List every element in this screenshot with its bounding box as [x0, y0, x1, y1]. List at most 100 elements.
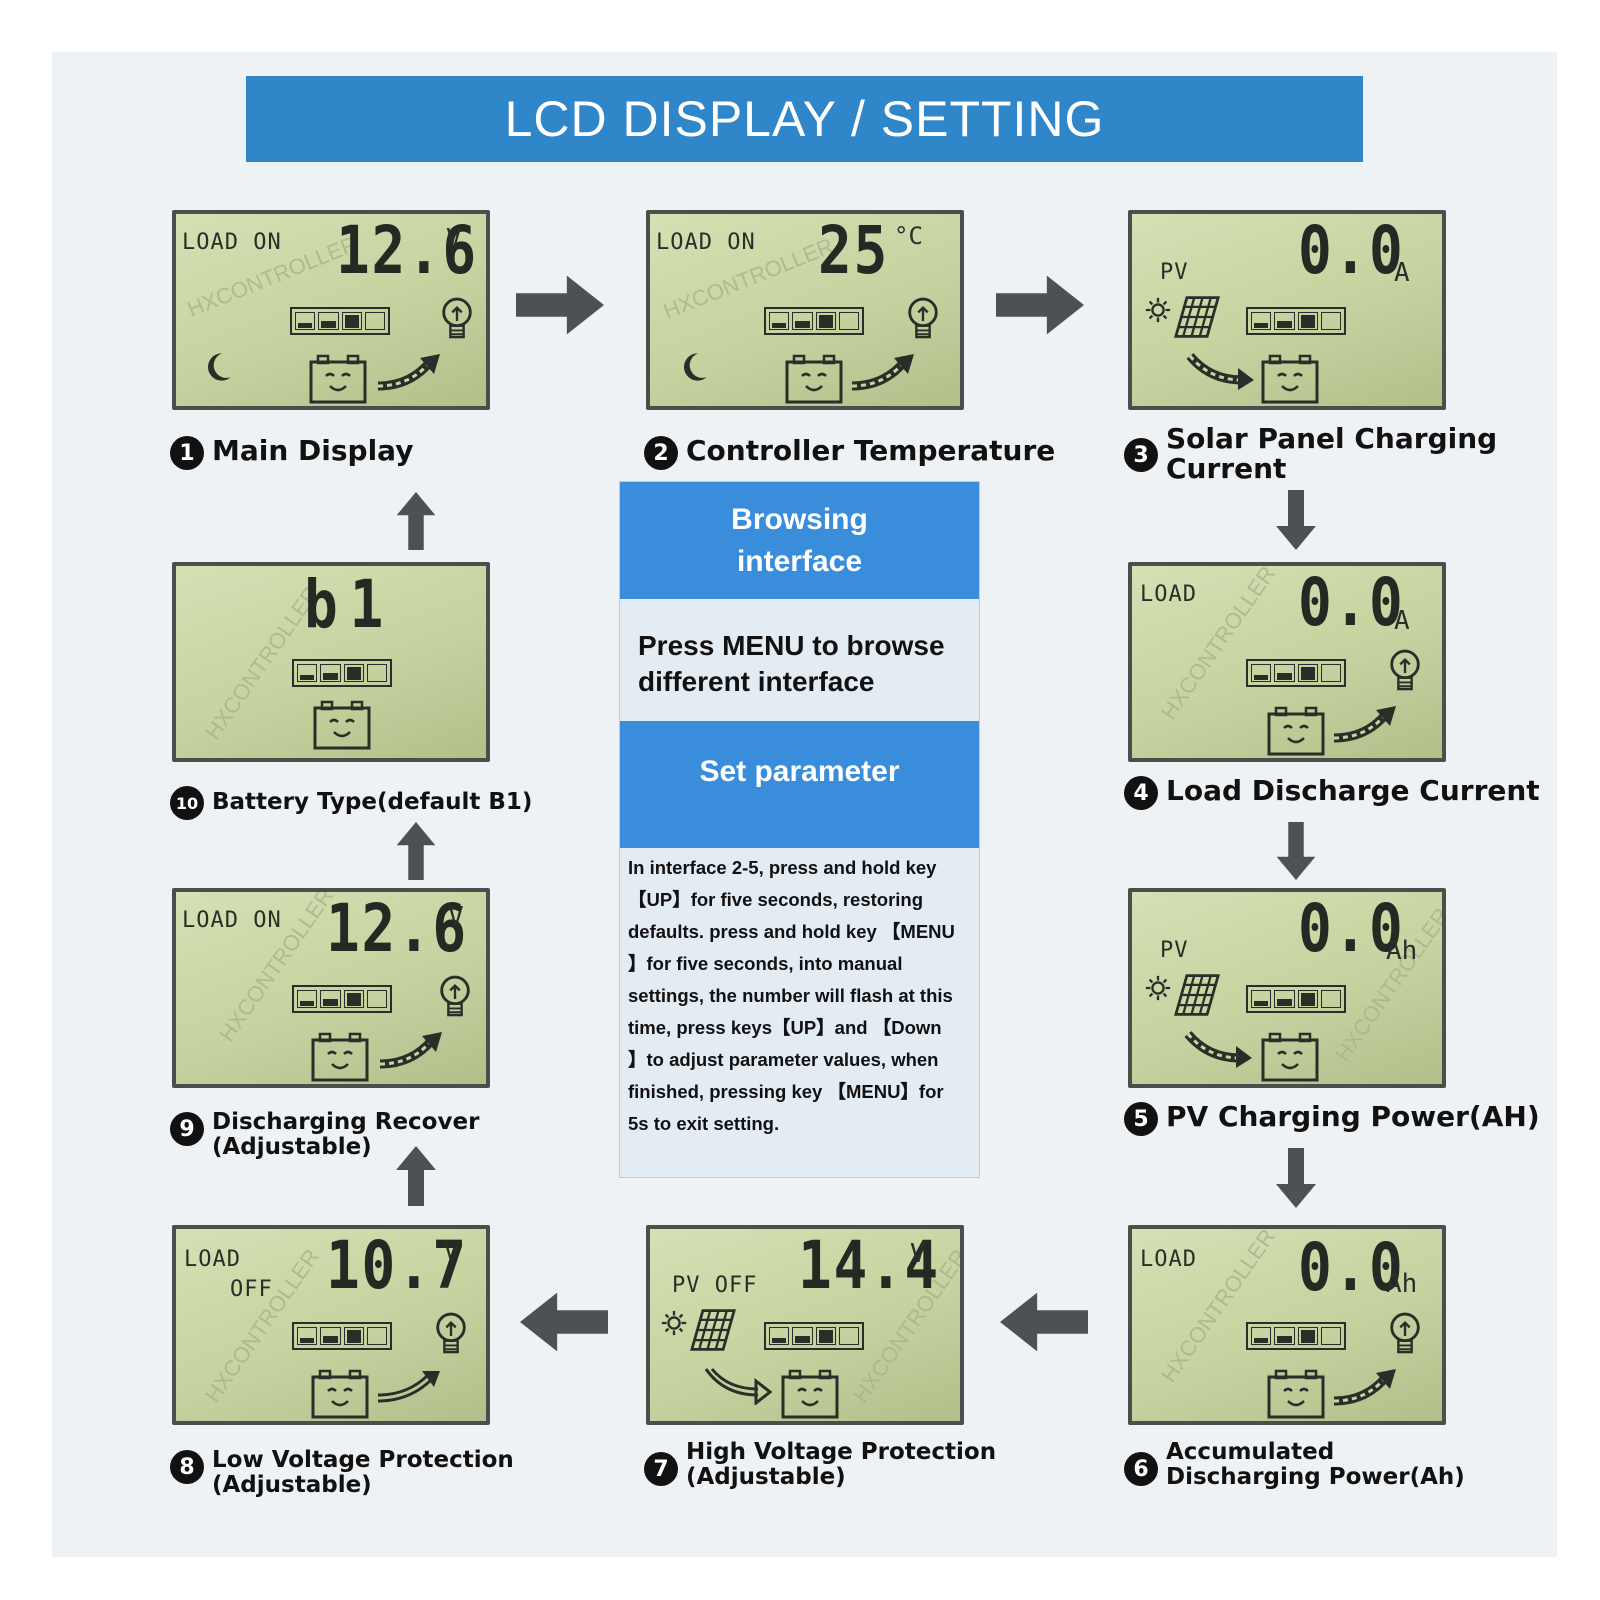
step-number: 4	[1124, 776, 1158, 810]
discharge-flow-icon	[1330, 704, 1400, 744]
arrow-left-icon	[1000, 1292, 1088, 1352]
caption-line-1: Low Voltage Protection	[212, 1447, 514, 1473]
arrow-down-icon	[1276, 490, 1316, 550]
lcd-high-voltage-protection: HXCONTROLLER PV OFF 14.4 V	[646, 1225, 964, 1425]
charge-flow-icon	[702, 1365, 772, 1405]
lcd-unit: V	[446, 224, 462, 254]
battery-level-bars	[1246, 307, 1346, 335]
arrow-right-icon	[516, 275, 604, 335]
solar-panel-icon	[690, 1307, 736, 1353]
caption-line-2: Current	[1166, 452, 1287, 485]
lcd-pv-charging-power: HXCONTROLLER PV 0.0 Ah	[1128, 888, 1446, 1088]
lcd-value: 12.6	[326, 890, 468, 967]
lcd-discharging-recover: HXCONTROLLER LOAD ON 12.6 V	[172, 888, 490, 1088]
caption-line-2: (Adjustable)	[212, 1472, 372, 1498]
discharge-flow-icon	[374, 1367, 444, 1407]
browsing-title-line-2: interface	[736, 545, 863, 578]
lcd-unit: Ah	[1386, 936, 1418, 966]
caption-line-2: (Adjustable)	[686, 1464, 846, 1490]
arrow-up-icon	[396, 822, 436, 880]
lcd-battery-type: HXCONTROLLER b1	[172, 562, 490, 762]
step-number: 2	[644, 436, 678, 470]
arrow-left-icon	[520, 1292, 608, 1352]
solar-panel-icon	[1174, 972, 1220, 1018]
step-number: 10	[170, 786, 204, 820]
lcd-unit: Ah	[1386, 1269, 1418, 1299]
caption-load-discharge-current: 4 Load Discharge Current	[1124, 776, 1540, 810]
sun-icon	[1144, 974, 1172, 1002]
lcd-load-label: LOAD ON	[182, 230, 282, 255]
lcd-load-label: LOAD	[1140, 582, 1197, 607]
caption-line-1: Accumulated	[1166, 1439, 1335, 1465]
battery-icon	[784, 354, 844, 404]
caption-accumulated-discharging-power: 6 Accumulated Discharging Power(Ah)	[1124, 1440, 1465, 1490]
set-parameter-header: Set parameter	[620, 721, 979, 848]
solar-panel-icon	[1174, 294, 1220, 340]
lcd-main-display: HXCONTROLLER LOAD ON 12.6 V	[172, 210, 490, 410]
battery-level-bars	[290, 307, 390, 335]
battery-level-bars	[292, 985, 392, 1013]
caption-low-voltage-protection: 8 Low Voltage Protection (Adjustable)	[170, 1448, 514, 1498]
arrow-down-icon	[1276, 1148, 1316, 1208]
caption-line-2: Discharging Power(Ah)	[1166, 1464, 1465, 1490]
discharge-flow-icon	[374, 352, 444, 392]
lcd-unit: V	[910, 1239, 926, 1269]
instruction-line: time, press keys【UP】and 【Down	[628, 1017, 942, 1038]
caption-pv-charging-power: 5 PV Charging Power(AH)	[1124, 1102, 1540, 1136]
step-number: 9	[170, 1112, 204, 1146]
lcd-value: 10.7	[326, 1227, 468, 1304]
bulb-icon	[1386, 648, 1424, 696]
lcd-low-voltage-protection: HXCONTROLLER LOAD OFF 10.7 V	[172, 1225, 490, 1425]
caption-text: PV Charging Power(AH)	[1166, 1100, 1540, 1133]
browse-line-2: different interface	[638, 666, 875, 697]
browsing-interface-header: Browsing interface	[620, 482, 979, 599]
lcd-unit: V	[444, 1239, 460, 1269]
lcd-load-label: LOAD ON	[656, 230, 756, 255]
lcd-off-label: OFF	[230, 1277, 273, 1302]
caption-text: Battery Type(default B1)	[212, 789, 533, 815]
lcd-load-label: LOAD	[1140, 1247, 1197, 1272]
instruction-line: In interface 2-5, press and hold key	[628, 857, 937, 878]
browse-line-1: Press MENU to browse	[638, 630, 945, 661]
caption-controller-temperature: 2 Controller Temperature	[644, 436, 1055, 470]
caption-main-display: 1 Main Display	[170, 436, 413, 470]
lcd-accumulated-discharging-power: HXCONTROLLER LOAD 0.0 Ah	[1128, 1225, 1446, 1425]
battery-icon	[310, 1032, 370, 1082]
charge-flow-icon	[1186, 350, 1256, 390]
page-title: LCD DISPLAY / SETTING	[246, 76, 1363, 162]
lcd-value: 0.0	[1298, 564, 1405, 641]
lcd-value: 14.4	[798, 1227, 940, 1304]
caption-line-1: Discharging Recover	[212, 1109, 480, 1135]
discharge-flow-icon	[848, 352, 918, 392]
battery-icon	[310, 1369, 370, 1419]
lcd-unit: A	[1394, 606, 1410, 636]
lcd-solar-charging-current: PV 0.0 A	[1128, 210, 1446, 410]
lcd-load-discharge-current: HXCONTROLLER LOAD 0.0 A	[1128, 562, 1446, 762]
bulb-icon	[1386, 1311, 1424, 1359]
step-number: 5	[1124, 1102, 1158, 1136]
discharge-flow-icon	[376, 1030, 446, 1070]
moon-icon	[676, 350, 710, 384]
lcd-load-label: LOAD ON	[182, 908, 282, 933]
instruction-line: 】to adjust parameter values, when	[628, 1049, 939, 1070]
lcd-value: 12.6	[336, 212, 478, 289]
lcd-pv-off-label: PV OFF	[672, 1273, 758, 1298]
arrow-right-icon	[996, 275, 1084, 335]
sun-icon	[1144, 296, 1172, 324]
moon-icon	[200, 350, 234, 384]
instruction-line: 】for five seconds, into manual	[628, 953, 903, 974]
charge-flow-icon	[1184, 1028, 1254, 1068]
lcd-controller-temperature: HXCONTROLLER LOAD ON 25 °C	[646, 210, 964, 410]
step-number: 3	[1124, 438, 1158, 472]
browse-instruction: Press MENU to browse different interface	[620, 599, 979, 721]
caption-text: Main Display	[212, 434, 414, 467]
battery-level-bars	[1246, 985, 1346, 1013]
lcd-unit: A	[1394, 258, 1410, 288]
instruction-line: 5s to exit setting.	[628, 1113, 780, 1134]
arrow-down-icon	[1276, 822, 1316, 880]
battery-level-bars	[1246, 1322, 1346, 1350]
caption-solar-charging-current: 3 Solar Panel Charging Current	[1124, 424, 1497, 484]
caption-line-1: Solar Panel Charging	[1166, 422, 1498, 455]
battery-icon	[1260, 1032, 1320, 1082]
lcd-pv-label: PV	[1160, 260, 1189, 285]
